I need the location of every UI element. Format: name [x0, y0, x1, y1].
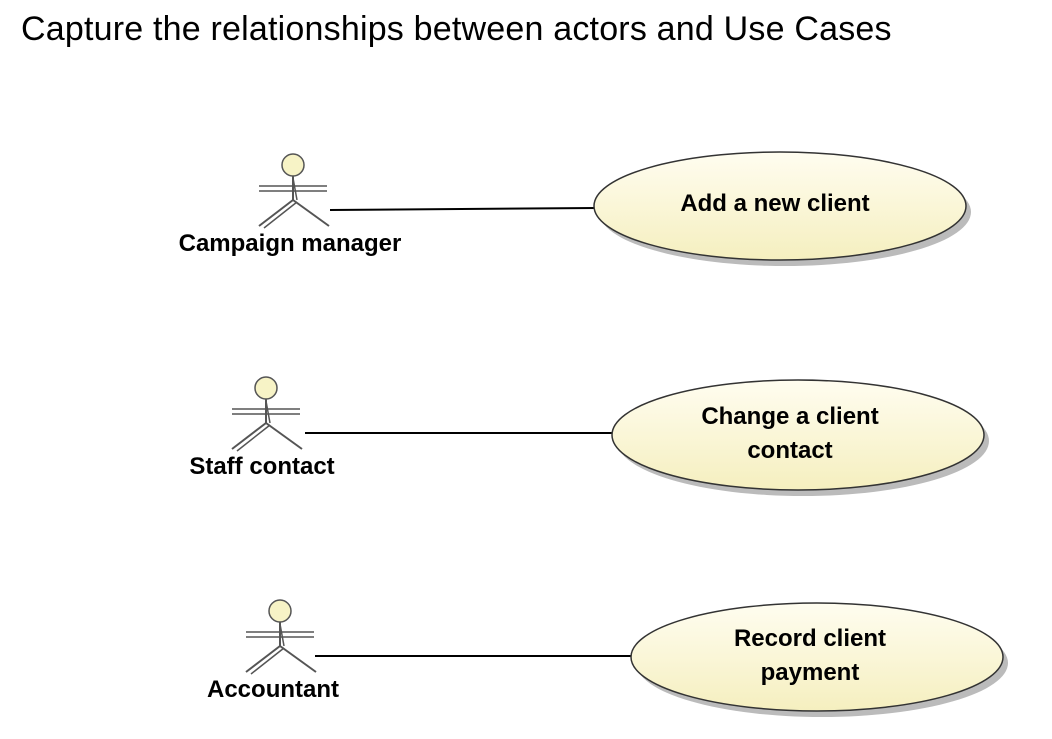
actor-accountant[interactable]: Accountant [207, 599, 339, 703]
use-case-add-new-client[interactable]: Add a new client [593, 151, 971, 266]
use-case-label: Add a new client [680, 190, 869, 217]
use-case-ellipse [630, 602, 1004, 712]
stick-figure-icon [258, 153, 330, 229]
actor-staff-contact[interactable]: Staff contact [189, 376, 335, 480]
association-row-2: Staff contact Change a client contact [189, 376, 989, 496]
association-line [329, 207, 597, 211]
use-case-label-line-2: contact [747, 437, 832, 464]
use-case-change-client-contact[interactable]: Change a client contact [611, 379, 989, 496]
use-case-label-line-1: Record client [734, 625, 886, 652]
actor-campaign-manager[interactable]: Campaign manager [179, 153, 402, 257]
association-row-1: Campaign manager Add a new client [179, 151, 971, 266]
association-row-3: Accountant Record client payment [207, 599, 1008, 717]
stick-figure-icon [231, 376, 303, 452]
page-title: Capture the relationships between actors… [21, 10, 892, 48]
stick-figure-icon [245, 599, 317, 675]
use-case-ellipse [593, 151, 967, 261]
actor-label: Staff contact [189, 453, 334, 480]
actor-label: Campaign manager [179, 230, 402, 257]
use-case-label-line-1: Change a client [701, 403, 878, 430]
use-case-label-line-2: payment [761, 659, 860, 686]
use-case-ellipse [611, 379, 985, 491]
use-case-record-client-payment[interactable]: Record client payment [630, 602, 1008, 717]
actor-label: Accountant [207, 676, 339, 703]
